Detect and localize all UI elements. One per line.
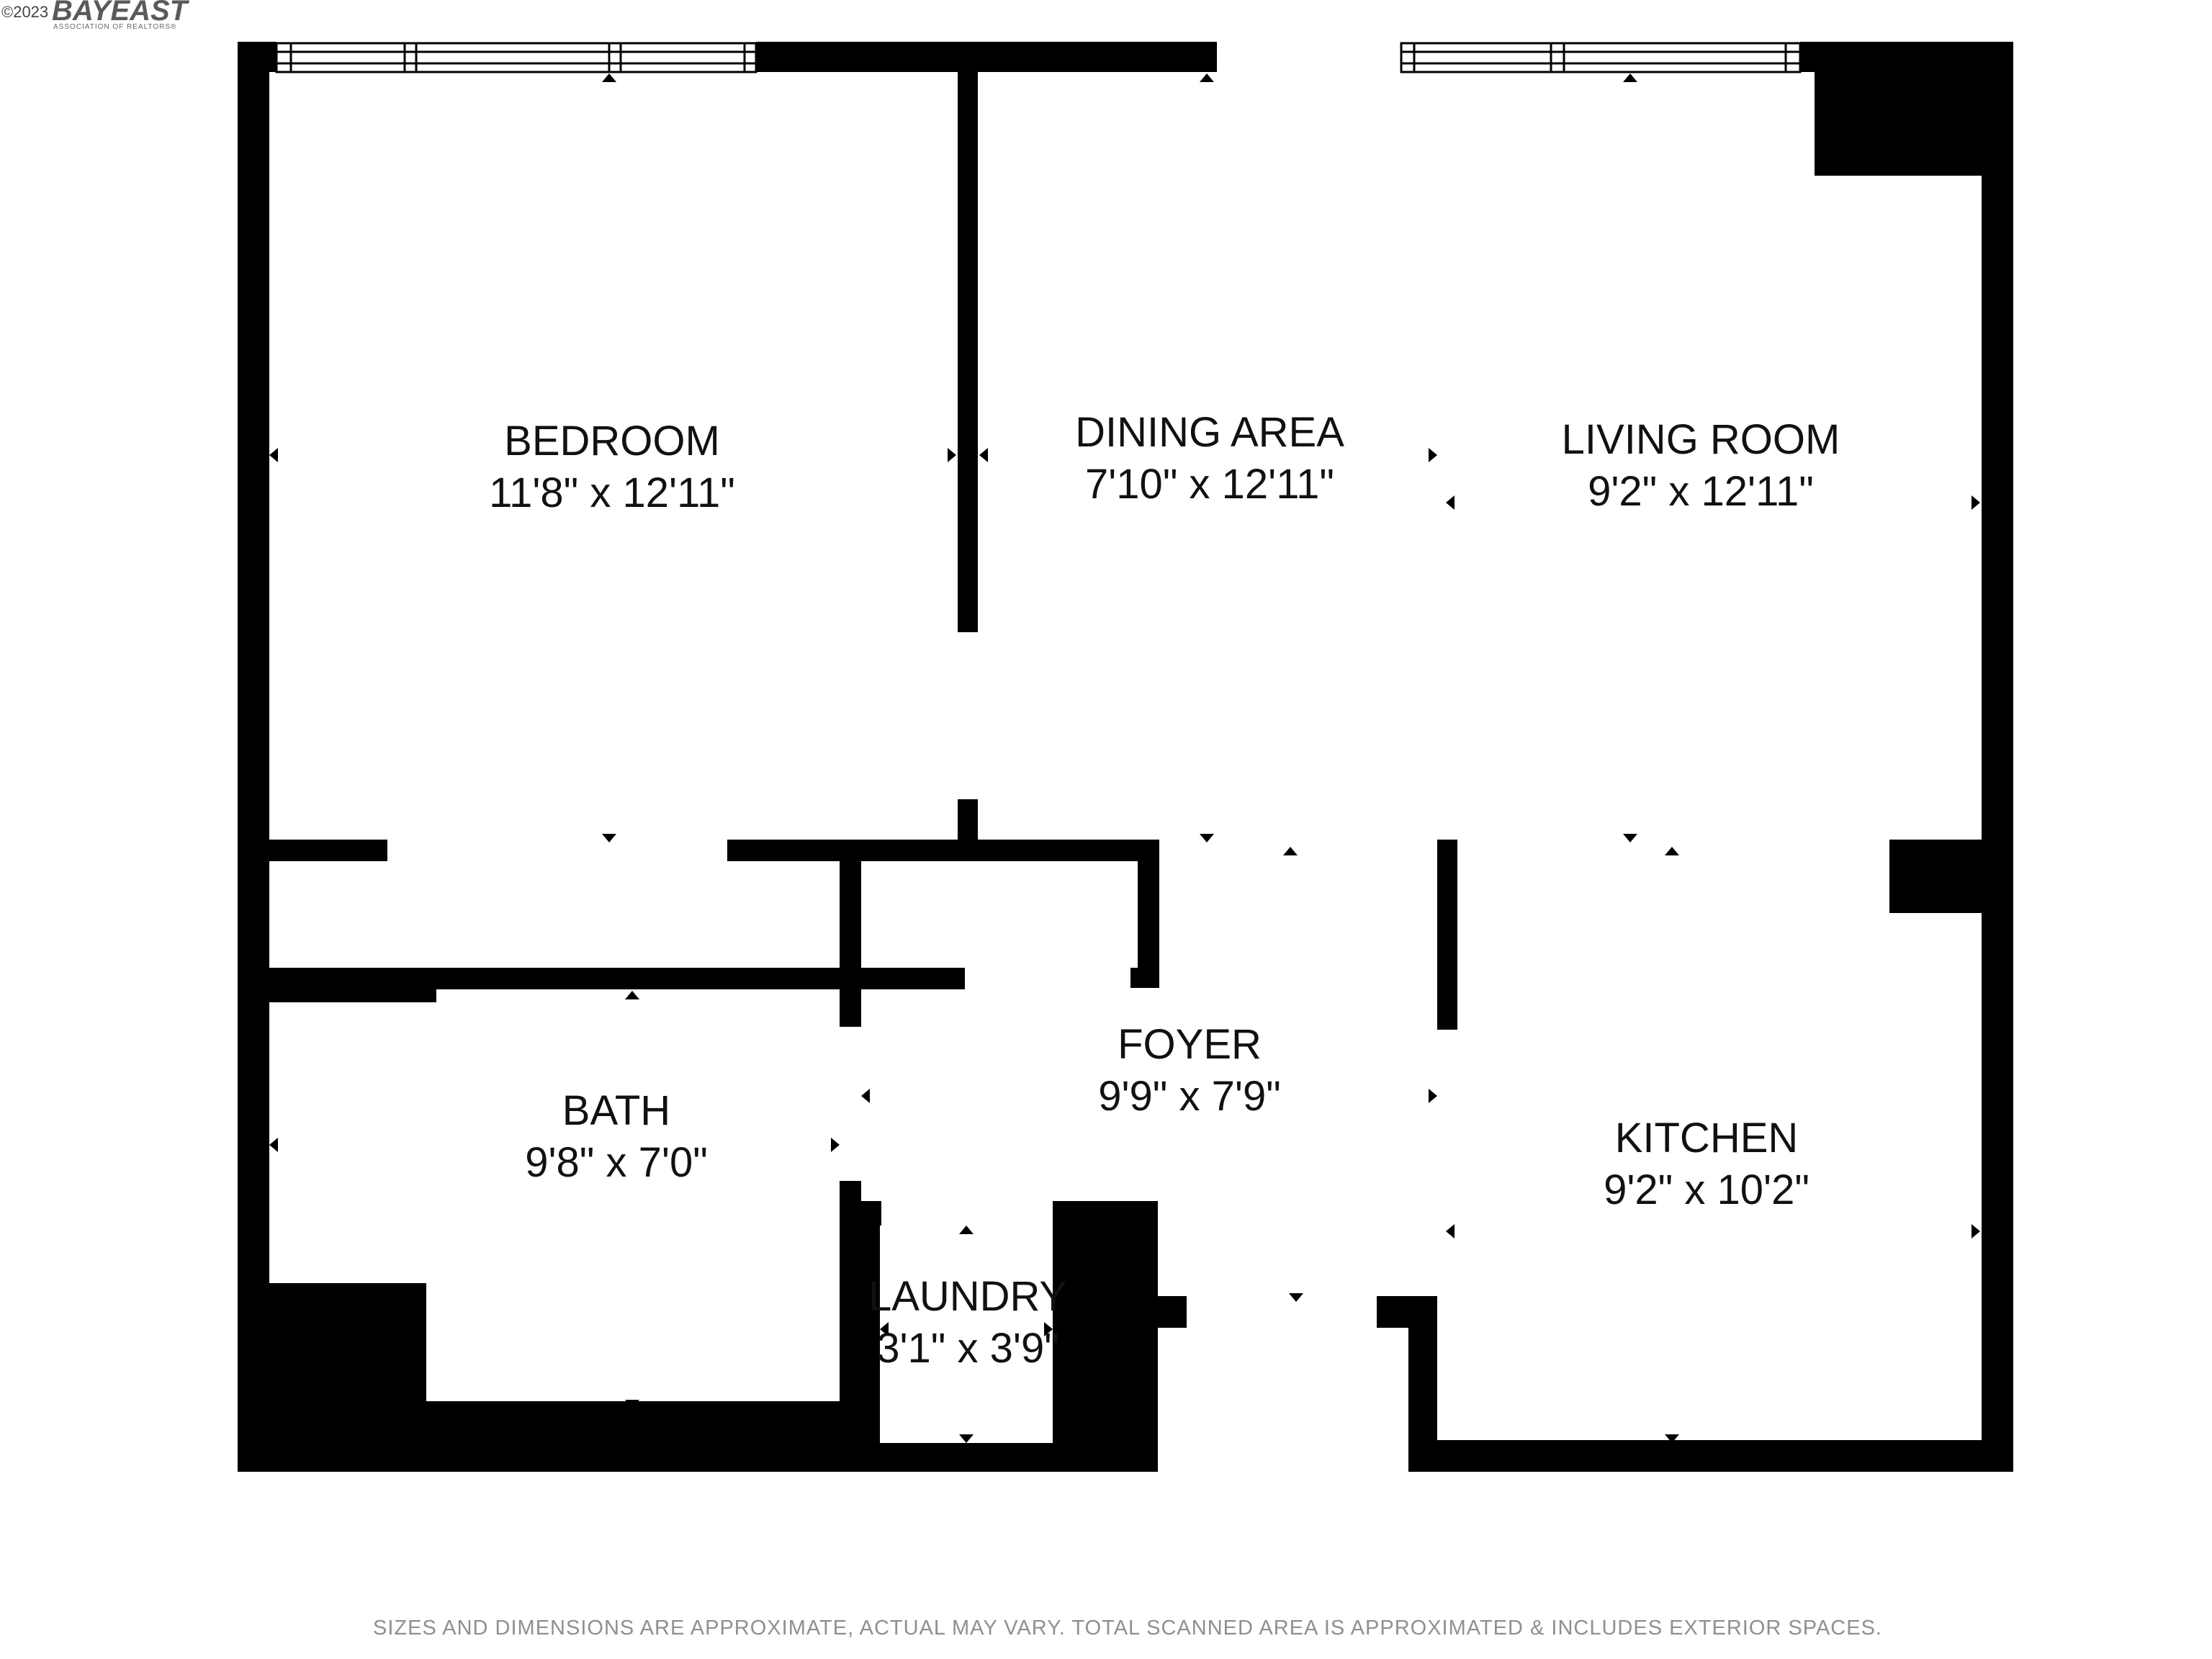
room-dimensions: 9'2" x 10'2"	[1604, 1166, 1809, 1213]
room-dimensions: 9'9" x 7'9"	[1098, 1073, 1281, 1120]
arrow-marker	[625, 1400, 639, 1408]
arrow-marker	[861, 1089, 870, 1103]
arrow-marker	[269, 448, 278, 462]
arrow-marker	[1665, 847, 1679, 855]
watermark-copyright: ©2023	[1, 3, 48, 21]
watermark-brand-logo: BAYEAST	[52, 0, 190, 27]
room-bedroom: BEDROOM 11'8" x 12'11"	[489, 418, 735, 516]
room-dimensions: 7'10" x 12'11"	[1085, 461, 1334, 508]
wall-top-bedroom-right	[756, 42, 1217, 72]
arrow-marker	[269, 1138, 278, 1152]
arrow-marker	[1283, 847, 1298, 855]
arrow-marker	[602, 73, 616, 82]
room-name: FOYER	[1118, 1021, 1262, 1068]
wall-bath-top-stub	[238, 968, 436, 1002]
room-name: BATH	[562, 1087, 670, 1134]
wall-kitchen-bottom	[1408, 1440, 2013, 1472]
watermark-tagline: ASSOCIATION OF REALTORS®	[53, 23, 176, 31]
window-living	[1400, 42, 1802, 73]
wall-laundry-bottom	[861, 1443, 1158, 1472]
arrow-marker	[1446, 1224, 1455, 1238]
arrow-marker	[602, 834, 616, 842]
room-name: LAUNDRY	[868, 1273, 1067, 1320]
walls	[238, 42, 2013, 1472]
room-name: BEDROOM	[504, 418, 720, 464]
wall-closet-left	[840, 840, 861, 1027]
room-bath: BATH 9'8" x 7'0"	[525, 1087, 708, 1186]
arrow-marker	[831, 1138, 840, 1152]
arrow-marker	[959, 1226, 974, 1234]
room-dimensions: 9'8" x 7'0"	[525, 1139, 708, 1186]
arrow-marker	[1665, 1434, 1679, 1443]
room-dimensions: 3'1" x 3'9"	[876, 1325, 1059, 1372]
window-bedroom	[275, 42, 757, 73]
wall-closet-bottom-right	[1130, 968, 1159, 988]
room-dimensions: 11'8" x 12'11"	[489, 469, 735, 516]
arrow-marker	[1972, 1224, 1980, 1238]
windows	[275, 42, 1802, 73]
arrow-marker	[1623, 834, 1637, 842]
wall-closet-right	[1138, 840, 1159, 988]
wall-bedroom-bottom-left	[238, 840, 387, 861]
room-name: LIVING ROOM	[1562, 416, 1840, 463]
wall-bedroom-dining-upper	[958, 42, 978, 632]
arrow-marker	[1623, 73, 1637, 82]
arrow-marker	[1200, 73, 1214, 82]
room-foyer: FOYER 9'9" x 7'9"	[1098, 1021, 1281, 1120]
arrow-marker	[1044, 1322, 1053, 1336]
arrow-marker	[959, 1434, 974, 1443]
arrow-marker	[880, 1322, 889, 1336]
wall-right-exterior	[1982, 42, 2013, 1472]
wall-laundry-right-block	[1053, 1201, 1158, 1472]
wall-laundry-top-left	[861, 1201, 881, 1226]
arrow-marker	[1429, 448, 1437, 462]
wall-bedroom-bottom-right	[727, 840, 1159, 861]
arrow-marker	[1446, 495, 1455, 510]
wall-left-exterior	[238, 42, 269, 1472]
arrow-marker	[625, 991, 639, 999]
watermark: ©2023 BAYEAST ASSOCIATION OF REALTORS®	[1, 0, 190, 31]
room-dining-area: DINING AREA 7'10" x 12'11"	[1075, 409, 1344, 508]
room-laundry: LAUNDRY 3'1" x 3'9"	[868, 1273, 1067, 1372]
wall-foyer-kitchen	[1437, 840, 1457, 1030]
arrow-marker	[1972, 495, 1980, 510]
wall-laundry-left	[861, 1201, 880, 1472]
room-kitchen: KITCHEN 9'2" x 10'2"	[1604, 1115, 1809, 1213]
wall-corner-block-top-right	[1815, 42, 2013, 176]
disclaimer-text: SIZES AND DIMENSIONS ARE APPROXIMATE, AC…	[373, 1617, 1882, 1640]
room-dimensions: 9'2" x 12'11"	[1588, 468, 1814, 515]
wall-right-bump	[1889, 840, 2013, 913]
dimension-markers	[269, 73, 1980, 1443]
wall-bath-bottom	[238, 1401, 871, 1472]
arrow-marker	[948, 448, 956, 462]
room-living-room: LIVING ROOM 9'2" x 12'11"	[1562, 416, 1840, 515]
wall-entry-left	[1158, 1296, 1187, 1328]
arrow-marker	[1200, 834, 1214, 842]
arrow-marker	[979, 448, 988, 462]
arrow-marker	[1289, 1293, 1303, 1302]
room-name: KITCHEN	[1615, 1115, 1799, 1161]
arrow-marker	[1429, 1089, 1437, 1103]
room-name: DINING AREA	[1075, 409, 1344, 456]
